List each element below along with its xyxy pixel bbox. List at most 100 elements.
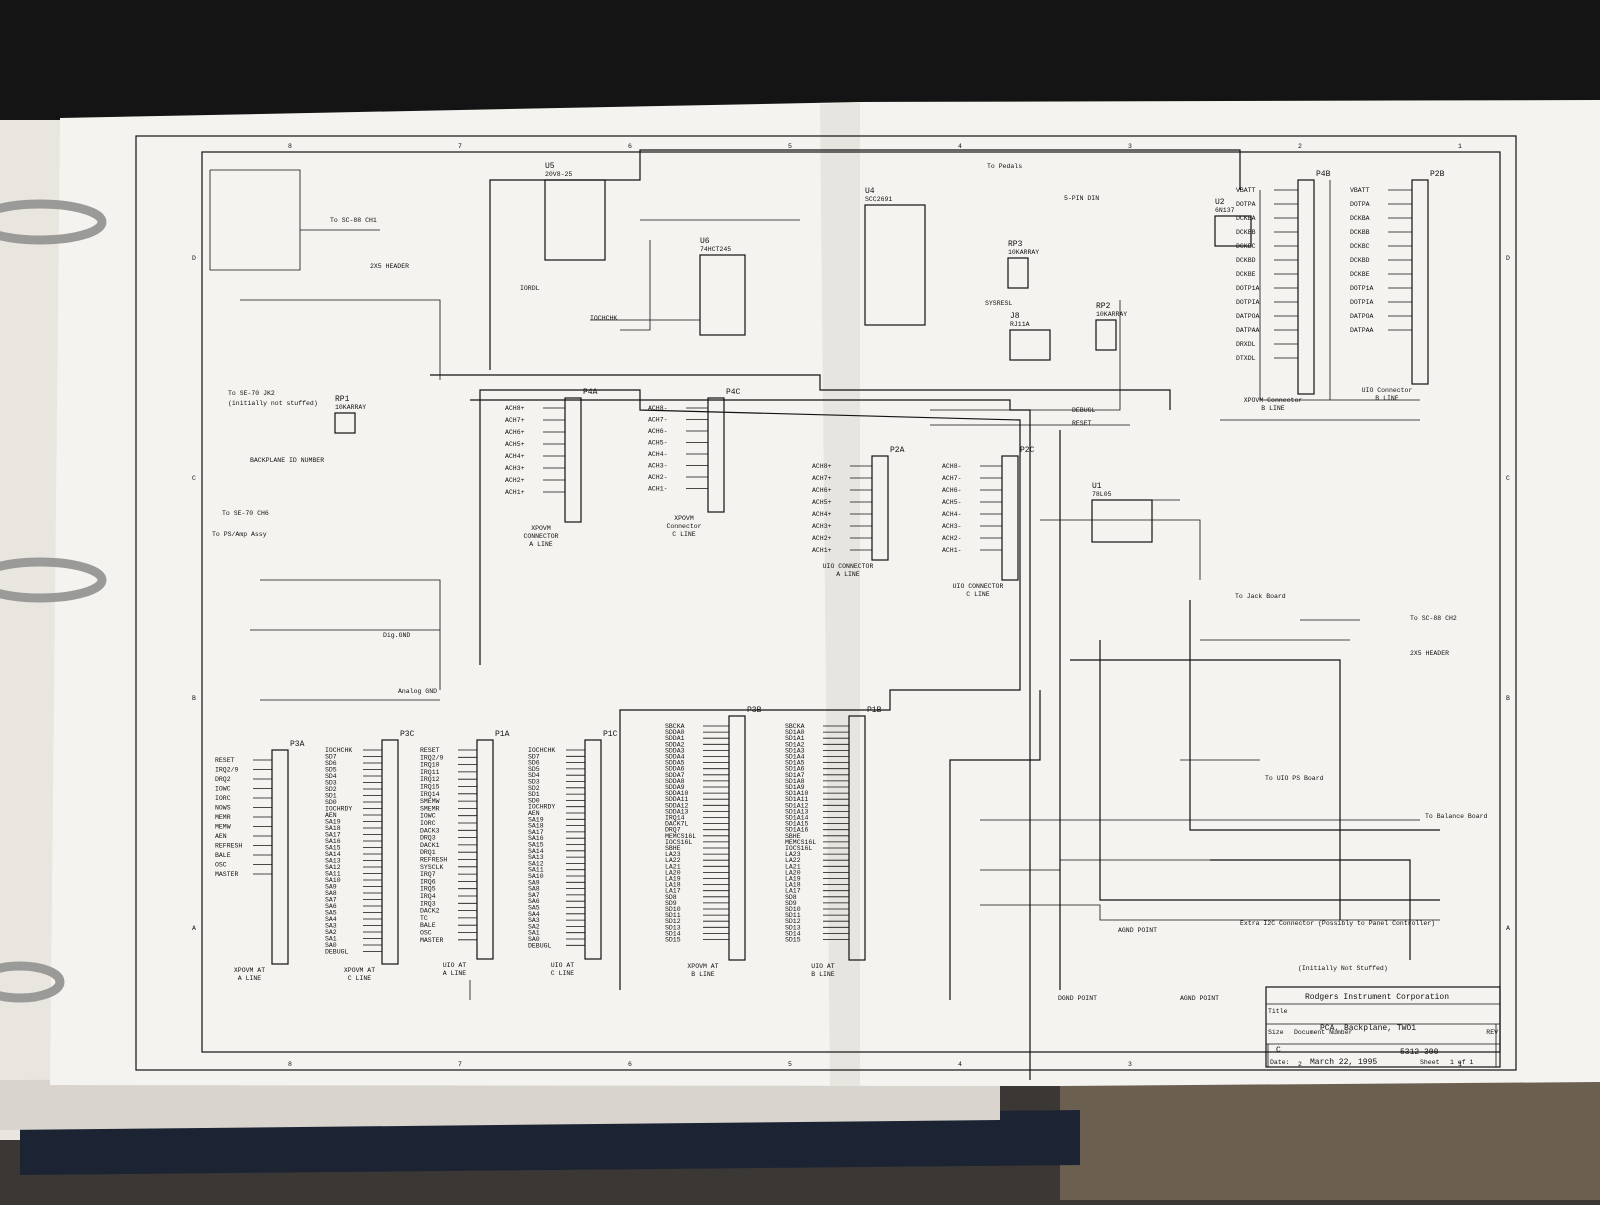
pin-label: SD13 — [665, 924, 681, 931]
pin-label: DRQ3 — [420, 835, 436, 842]
pin-label: DRXDL — [1236, 341, 1256, 348]
connector-ref: P3A — [290, 740, 305, 749]
drawing-title: PCA, Backplane, TWO1 — [1320, 1024, 1416, 1033]
pin-label: SMEMR — [420, 805, 440, 812]
pin-label: SA8 — [528, 886, 540, 893]
pin-label: SD1A5 — [785, 760, 805, 767]
pin-label: SA9 — [325, 884, 337, 891]
pin-label: ACH2- — [942, 535, 962, 542]
pin-label: DATPAA — [1350, 327, 1374, 334]
pin-label: SD9 — [665, 900, 677, 907]
pin-label: SD7 — [528, 753, 540, 760]
pin-label: SA10 — [325, 877, 341, 884]
pin-label: SA2 — [325, 929, 337, 936]
pin-label: SA13 — [325, 858, 341, 865]
pin-label: IRQ14 — [665, 815, 685, 822]
annotation-note: To SC-88 CH2 — [1410, 615, 1457, 622]
annotation-note: AGND POINT — [1180, 995, 1219, 1002]
pin-label: ACH6- — [942, 487, 962, 494]
pin-label: LA18 — [785, 882, 801, 889]
chip-part: RJ11A — [1010, 321, 1030, 328]
pin-label: IOCHCHK — [325, 747, 352, 754]
pin-label: SDDA13 — [665, 808, 689, 815]
zone-label-left: B — [192, 695, 196, 702]
annotation-note: IOCHCHK — [590, 315, 617, 322]
connector-p2c: P2CACH8-ACH7-ACH6-ACH5-ACH4-ACH3-ACH2-AC… — [942, 446, 1035, 598]
pin-label: IRQ6 — [420, 878, 436, 885]
pin-label: ACH1- — [648, 486, 668, 493]
pin-label: VBATT — [1236, 187, 1256, 194]
pin-label: SDDA7 — [665, 772, 685, 779]
pin-label: SA1 — [325, 936, 337, 943]
date-label: Date: — [1270, 1059, 1290, 1066]
pin-label: SDDA1 — [665, 735, 685, 742]
pin-label: ACH2+ — [812, 535, 832, 542]
pin-label: SD8 — [665, 894, 677, 901]
pin-label: ACH5- — [648, 440, 668, 447]
pin-label: SDDA11 — [665, 796, 689, 803]
annotation-note: 5-PIN DIN — [1064, 195, 1099, 202]
pin-label: MEMCS16L — [665, 833, 696, 840]
chip-part: 20V8-25 — [545, 171, 572, 178]
pin-label: ACH8- — [648, 405, 668, 412]
pin-label: SD3 — [325, 780, 337, 787]
pin-label: ACH4- — [648, 451, 668, 458]
pin-label: SD1A16 — [785, 827, 809, 834]
annotation-note: BACKPLANE ID NUMBER — [250, 457, 324, 464]
pin-label: SDDA4 — [665, 754, 685, 761]
pin-label: DATPAA — [1236, 327, 1260, 334]
connector-p3c: P3CIOCHCHKSD7SD6SD5SD4SD3SD2SD1SD0IOCHRD… — [325, 730, 415, 982]
pin-label: REFRESH — [420, 857, 447, 864]
annotation-note: To SE-70 JK2 — [228, 390, 275, 397]
zone-label-bottom: 3 — [1128, 1061, 1132, 1068]
pin-label: SDDA12 — [665, 802, 689, 809]
chip-part: 6N137 — [1215, 207, 1235, 214]
pin-label: RESET — [420, 747, 440, 754]
pin-label: DRQ7 — [665, 827, 681, 834]
connector-p4a: P4AACH8+ACH7+ACH6+ACH5+ACH4+ACH3+ACH2+AC… — [505, 388, 598, 548]
annotation-note: Dig.GND — [383, 632, 410, 639]
pin-label: SD11 — [785, 912, 801, 919]
annotation-note: To PS/Amp Assy — [212, 531, 267, 538]
annotation-note: (Initially Not Stuffed) — [1298, 965, 1388, 972]
pin-label: ACH7+ — [505, 417, 525, 424]
pin-label: REFRESH — [215, 843, 242, 850]
pin-label: SDDA0 — [665, 729, 685, 736]
pin-label: IOCS16L — [785, 845, 812, 852]
pin-label: SD9 — [785, 900, 797, 907]
pin-label: SBHE — [785, 833, 801, 840]
pin-label: ACH3- — [648, 463, 668, 470]
pin-label: IRQ7 — [420, 871, 436, 878]
pin-label: LA22 — [665, 857, 681, 864]
pin-label: SA11 — [325, 871, 341, 878]
annotation-note: To Jack Board — [1235, 593, 1286, 600]
pin-label: DCKBB — [1236, 229, 1256, 236]
pin-label: SD1A4 — [785, 754, 805, 761]
pin-label: ACH6+ — [812, 487, 832, 494]
pin-label: SD11 — [665, 912, 681, 919]
annotation-note: Extra I2C Connector (Possibly to Panel C… — [1240, 920, 1435, 927]
rev-label: REV — [1486, 1029, 1498, 1036]
pin-label: DCKBE — [1350, 271, 1370, 278]
pin-label: SA16 — [325, 838, 341, 845]
pin-label: SD1A15 — [785, 821, 809, 828]
pin-label: SD5 — [528, 766, 540, 773]
size-label: Size — [1268, 1029, 1284, 1036]
connector-p4c: P4CACH8-ACH7-ACH6-ACH5-ACH4-ACH3-ACH2-AC… — [648, 388, 741, 538]
pin-label: SA12 — [528, 860, 544, 867]
zone-label-right: A — [1506, 925, 1510, 932]
pin-label: SD4 — [325, 773, 337, 780]
connector-ref: P1C — [603, 730, 618, 739]
pin-label: SA14 — [325, 851, 341, 858]
pin-label: SA14 — [528, 848, 544, 855]
pin-label: SA18 — [325, 825, 341, 832]
paper-stack-edge — [0, 1075, 1000, 1130]
pin-label: SA5 — [325, 910, 337, 917]
pin-label: SD1A7 — [785, 772, 805, 779]
sheet-fold — [820, 102, 860, 1086]
